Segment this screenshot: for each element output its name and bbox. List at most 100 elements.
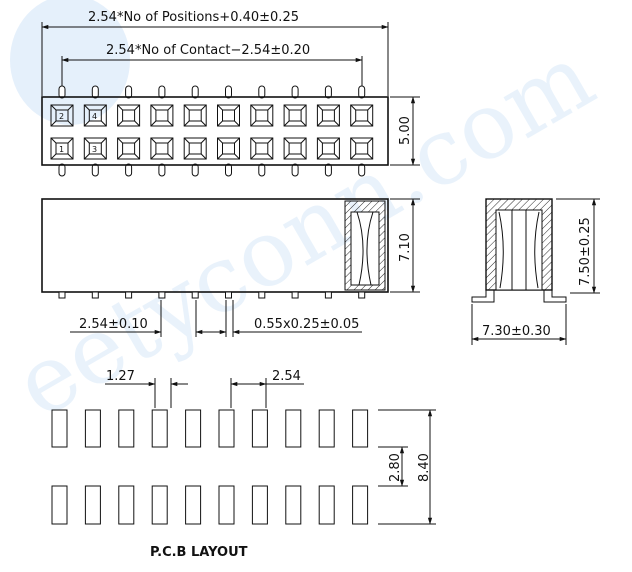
contact-outer (250, 137, 274, 160)
contact-bevel (267, 137, 274, 144)
contact-bevel (183, 153, 190, 160)
contact-bevel (200, 104, 207, 111)
contact-cell (316, 137, 340, 160)
contact-bevel (67, 137, 74, 144)
contact-inner (188, 109, 202, 122)
side-pin (91, 291, 99, 299)
top-view-contacts (50, 104, 374, 160)
top-pin-upper (158, 85, 166, 99)
pcb-pad-upper (251, 409, 268, 448)
contact-cell (83, 104, 107, 127)
contact-bevel (67, 120, 74, 127)
contact-bevel (250, 104, 257, 111)
contact-cell (350, 104, 374, 127)
top-pin-upper (125, 85, 133, 99)
side-pin (291, 291, 299, 299)
pcb-pad-lower (218, 485, 235, 525)
pcb-layout: 1.27 2.54 2.80 8.40 P.C.B LAYOUT (51, 369, 436, 560)
top-pin-upper (191, 85, 199, 99)
contact-outer (150, 137, 174, 160)
contact-inner (155, 109, 169, 122)
contact-outer (250, 104, 274, 127)
pin-section-label: 0.55x0.25±0.05 (254, 317, 359, 332)
contact-bevel (367, 120, 374, 127)
contact-inner (55, 109, 69, 122)
contact-cell (150, 104, 174, 127)
layout-height-label: 8.40 (417, 453, 432, 482)
contact-bevel (350, 104, 357, 111)
top-pin-lower (125, 163, 133, 177)
top-pin-lower (158, 163, 166, 177)
contact-bevel (134, 153, 140, 160)
contact-cell (316, 104, 340, 127)
contact-cell (183, 137, 207, 160)
contact-outer (350, 137, 374, 160)
contact-bevel (134, 104, 140, 111)
pcb-pad-lower (352, 485, 369, 525)
contact-span-label: 2.54*No of Contact−2.54±0.20 (106, 43, 310, 58)
contact-bevel (150, 120, 157, 127)
contact-bevel (217, 153, 223, 160)
contact-outer (183, 104, 207, 127)
top-pin-lower (324, 163, 332, 177)
pcb-pad-upper (318, 409, 335, 448)
pcb-pad-upper (218, 409, 235, 448)
contact-inner (288, 142, 302, 155)
contact-outer (83, 104, 107, 127)
contact-cell (50, 104, 74, 127)
contact-bevel (250, 120, 257, 127)
contact-inner (122, 142, 136, 155)
contact-inner (355, 142, 369, 155)
contact-outer (150, 104, 174, 127)
contact-bevel (234, 137, 240, 144)
contact-bevel (167, 120, 174, 127)
side-housing (41, 198, 389, 293)
top-pin-upper (58, 85, 66, 99)
contact-cell (250, 104, 274, 127)
contact-inner (255, 142, 269, 155)
contact-bevel (134, 120, 140, 127)
contact-inner (222, 109, 235, 122)
pcb-pad-lower (151, 485, 168, 525)
contact-bevel (317, 137, 323, 144)
contact-bevel (350, 120, 357, 127)
contact-inner (88, 142, 102, 155)
contact-outer (117, 104, 141, 127)
contact-bevel (300, 137, 307, 144)
contact-bevel (100, 137, 107, 144)
pcb-pad-upper (118, 409, 135, 448)
contact-cell (350, 137, 374, 160)
pcb-pad-lower (118, 485, 135, 525)
contact-bevel (83, 104, 90, 111)
contact-inner (255, 109, 269, 122)
top-housing (41, 96, 389, 166)
contact-outer (217, 137, 240, 160)
contact-bevel (50, 120, 57, 127)
top-pin-upper (324, 85, 332, 99)
side-view-pins (58, 291, 366, 299)
contact-bevel (67, 104, 74, 111)
contact-bevel (234, 120, 240, 127)
pcb-pad-lower (285, 485, 302, 525)
pin-number-1: 1 (59, 145, 64, 154)
contact-outer (83, 137, 107, 160)
contact-bevel (300, 153, 307, 160)
pcb-pad-lower (84, 485, 101, 525)
pcb-pad-upper (185, 409, 202, 448)
pcb-layout-label: P.C.B LAYOUT (150, 545, 248, 560)
pcb-pad-upper (84, 409, 101, 448)
pcb-pad-upper (151, 409, 168, 448)
side-pin (358, 291, 366, 299)
pcb-pad-lower (251, 485, 268, 525)
contact-bevel (100, 153, 107, 160)
pcb-pad-lower (51, 485, 68, 525)
contact-cell (283, 104, 307, 127)
contact-inner (55, 142, 69, 155)
pcb-pad-upper (352, 409, 369, 448)
contact-bevel (183, 137, 190, 144)
top-pin-lower (225, 163, 232, 177)
contact-bevel (250, 137, 257, 144)
contact-bevel (217, 104, 223, 111)
contact-bevel (350, 153, 357, 160)
contact-outer (283, 137, 307, 160)
